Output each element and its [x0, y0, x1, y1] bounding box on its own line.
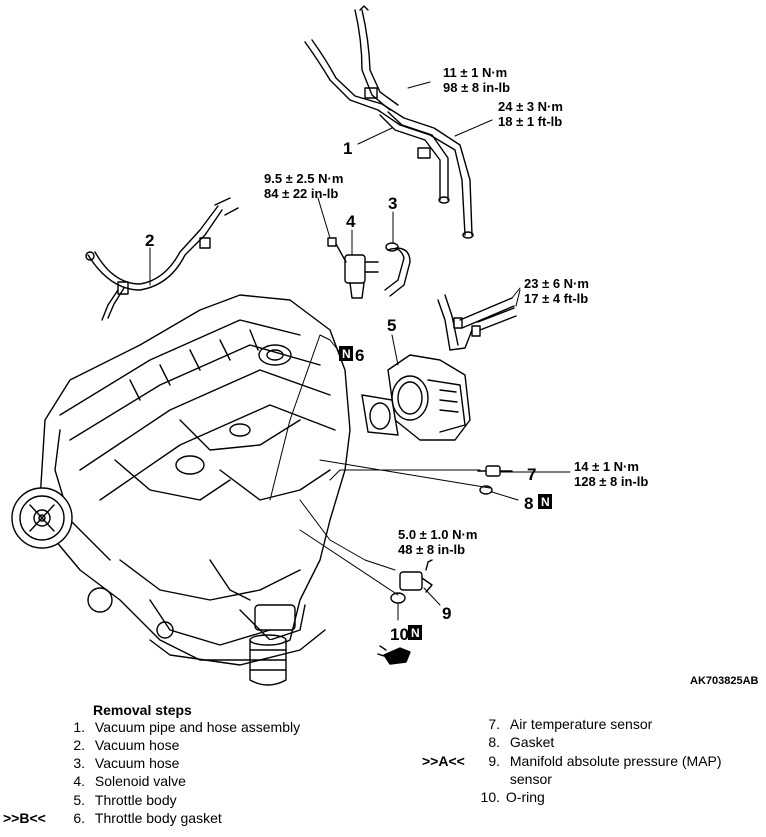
n-mark-6: N — [339, 346, 353, 361]
legend-item-text: Gasket — [509, 734, 555, 750]
legend-item-text: sensor — [509, 771, 552, 787]
torque-label: 128 ± 8 in-lb — [574, 474, 648, 489]
callout-2: 2 — [145, 231, 154, 250]
legend-item-text: Manifold absolute pressure (MAP) — [509, 753, 722, 769]
torque-label: 5.0 ± 1.0 N·m — [398, 527, 477, 542]
legend-item-text: Throttle body — [94, 792, 177, 808]
legend-item-text: Throttle body gasket — [94, 810, 222, 826]
legend-item: 5. Throttle body — [67, 792, 177, 808]
legend-item-number: 6. — [73, 810, 85, 826]
callout-numbers: 1 2 3 4 5 6 7 8 9 10 — [145, 139, 536, 644]
torque-label: 98 ± 8 in-lb — [443, 80, 510, 95]
legend-item: sensor — [476, 771, 552, 787]
callout-5: 5 — [387, 316, 396, 335]
figure-id: AK703825AB — [690, 675, 759, 687]
callout-4: 4 — [346, 212, 356, 231]
torque-label: 11 ± 1 N·m — [443, 65, 507, 80]
svg-text:18 ± 1 ft-lb: 18 ± 1 ft-lb — [498, 114, 562, 129]
legend-item-text: Vacuum hose — [94, 737, 180, 753]
part-7-air-temperature-sensor — [477, 465, 513, 477]
callout-6: 6 — [355, 346, 364, 365]
svg-text:48 ± 8 in-lb: 48 ± 8 in-lb — [398, 542, 465, 557]
legend-item: 7. Air temperature sensor — [476, 716, 652, 732]
torque-labels: 11 ± 1 N·m 98 ± 8 in-lb 24 ± 3 N·m 18 ± … — [264, 65, 648, 557]
callout-9: 9 — [442, 604, 451, 623]
apply-engine-oil-icon — [377, 645, 411, 665]
torque-label: 14 ± 1 N·m — [574, 459, 639, 474]
torque-label: 24 ± 3 N·m — [498, 99, 563, 114]
legend-item-number: 5. — [73, 792, 85, 808]
legend-item-number: 2. — [73, 737, 85, 753]
legend-item: 3. Vacuum hose — [67, 755, 179, 771]
legend-item: 4. Solenoid valve — [67, 773, 186, 789]
engine-assembly — [11, 294, 351, 686]
svg-text:84 ± 22 in-lb: 84 ± 22 in-lb — [264, 186, 338, 201]
legend-item-text: O-ring — [505, 789, 545, 805]
callout-1: 1 — [343, 139, 352, 158]
leader-lines — [149, 81, 571, 621]
legend-item: >>A<< 9. Manifold absolute pressure (MAP… — [422, 753, 722, 769]
legend-item-number: 1. — [73, 719, 85, 735]
legend-item-text: Air temperature sensor — [509, 716, 653, 732]
legend-item-text: Vacuum hose — [94, 755, 180, 771]
torque-label: 18 ± 1 ft-lb — [498, 114, 562, 129]
svg-text:14 ± 1 N·m: 14 ± 1 N·m — [574, 459, 639, 474]
legend-item-text: Vacuum pipe and hose assembly — [94, 719, 301, 735]
legend-item: >>B<< 6. Throttle body gasket — [3, 810, 222, 826]
callout-10: 10 — [390, 625, 409, 644]
part-5-throttle-body — [387, 294, 517, 441]
part-2-vacuum-hose — [85, 197, 239, 321]
legend-item: 8. Gasket — [476, 734, 554, 750]
svg-text:17 ± 4 ft-lb: 17 ± 4 ft-lb — [524, 291, 588, 306]
part-4-solenoid-valve — [327, 237, 379, 299]
procedure-reference: >>A<< — [422, 753, 465, 769]
svg-text:98 ± 8 in-lb: 98 ± 8 in-lb — [443, 80, 510, 95]
legend-item-number: 9. — [488, 753, 500, 769]
svg-text:128 ± 8 in-lb: 128 ± 8 in-lb — [574, 474, 648, 489]
part-8-gasket — [479, 485, 493, 495]
svg-text:N: N — [411, 626, 420, 640]
torque-label: 9.5 ± 2.5 N·m — [264, 171, 343, 186]
legend-item-text: Solenoid valve — [94, 773, 186, 789]
legend-title: Removal steps — [93, 702, 192, 718]
legend-item-number: 4. — [73, 773, 85, 789]
svg-text:24 ± 3 N·m: 24 ± 3 N·m — [498, 99, 563, 114]
legend-item: 10. O-ring — [476, 789, 545, 805]
legend-item-number: 8. — [488, 734, 500, 750]
torque-label: 23 ± 6 N·m — [524, 276, 589, 291]
svg-text:23 ± 6 N·m: 23 ± 6 N·m — [524, 276, 589, 291]
part-1-vacuum-pipe-hose-assembly — [304, 5, 474, 239]
torque-label: 48 ± 8 in-lb — [398, 542, 465, 557]
svg-text:N: N — [342, 347, 351, 361]
n-mark-10: N — [408, 625, 422, 640]
callout-3: 3 — [388, 194, 397, 213]
legend-item-number: 3. — [73, 755, 85, 771]
torque-label: 17 ± 4 ft-lb — [524, 291, 588, 306]
n-mark-8: N — [538, 494, 552, 509]
legend-item-number: 10. — [480, 789, 500, 805]
torque-label: 84 ± 22 in-lb — [264, 186, 338, 201]
engine-exploded-diagram: 11 ± 1 N·m 98 ± 8 in-lb 24 ± 3 N·m 18 ± … — [11, 5, 759, 687]
callout-7: 7 — [527, 465, 536, 484]
legend-item: 1. Vacuum pipe and hose assembly — [67, 719, 300, 735]
part-9-map-sensor — [399, 559, 433, 593]
procedure-reference: >>B<< — [3, 810, 46, 826]
part-6-throttle-body-gasket — [361, 394, 399, 436]
svg-text:9.5 ± 2.5 N·m: 9.5 ± 2.5 N·m — [264, 171, 343, 186]
callout-8: 8 — [524, 494, 533, 513]
legend-item: 2. Vacuum hose — [67, 737, 179, 753]
legend-item-number: 7. — [488, 716, 500, 732]
svg-text:11 ± 1 N·m: 11 ± 1 N·m — [443, 65, 507, 80]
svg-text:5.0 ± 1.0 N·m: 5.0 ± 1.0 N·m — [398, 527, 477, 542]
part-3-vacuum-hose — [384, 242, 411, 297]
svg-text:N: N — [541, 495, 550, 509]
